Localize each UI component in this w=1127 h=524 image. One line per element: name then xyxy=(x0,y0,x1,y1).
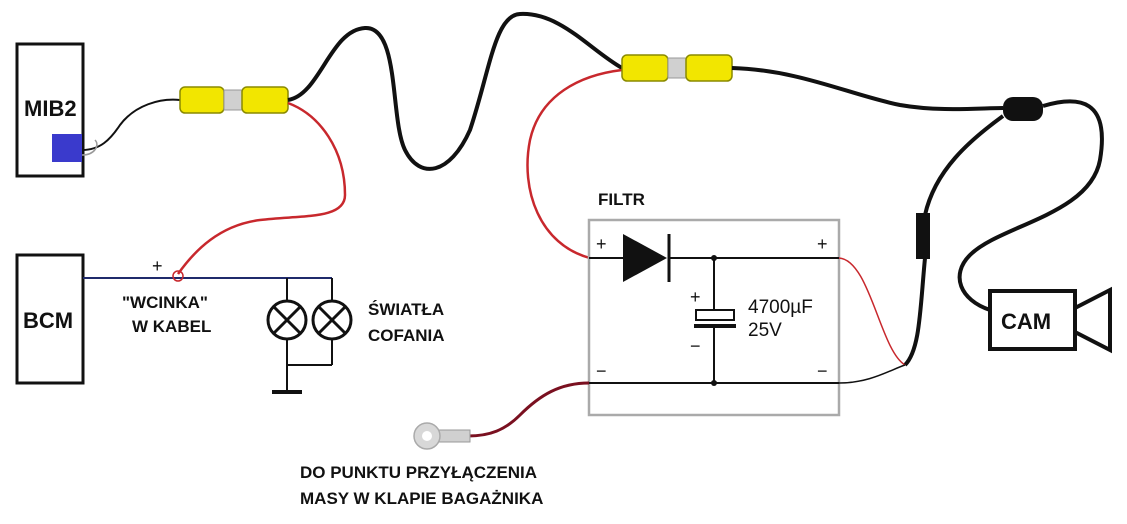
wire-black-to-junction xyxy=(731,66,1004,112)
wcinka-label-1: "WCINKA" xyxy=(122,293,208,312)
mib2-unit: MIB2 xyxy=(15,42,85,178)
filter-in-minus: − xyxy=(596,361,607,381)
wcinka-label-2: W KABEL xyxy=(132,317,211,336)
inline-fuse xyxy=(916,213,930,259)
wire-red-to-splice xyxy=(176,101,347,275)
cap-minus: − xyxy=(690,336,701,356)
lights-label-1: ŚWIATŁA xyxy=(368,300,444,319)
camera-lens-icon xyxy=(1073,286,1112,354)
filter-out-minus: − xyxy=(817,361,828,381)
filter-in-plus: + xyxy=(596,234,607,254)
cap-capacitance: 4700µF xyxy=(748,297,813,318)
bcm-label: BCM xyxy=(23,308,73,333)
wire-red-to-filter xyxy=(526,68,623,260)
cam-label: CAM xyxy=(1001,309,1051,334)
lights-label-2: COFANIA xyxy=(368,326,445,345)
wire-ground xyxy=(467,381,590,438)
camera-unit: CAM xyxy=(988,286,1112,354)
lamp-2-icon xyxy=(311,299,353,341)
lamp-1-icon xyxy=(266,299,308,341)
reverse-lamps xyxy=(266,278,353,394)
splice-plus: + xyxy=(152,256,163,276)
ring-terminal-icon xyxy=(413,422,471,450)
capacitor-icon xyxy=(694,309,736,328)
wire-filter-out-minus xyxy=(838,364,906,384)
bcm-unit: BCM xyxy=(15,253,85,385)
ground-label-1: DO PUNKTU PRZYŁĄCZENIA xyxy=(300,463,537,482)
filter-box: FILTR + + − − + − 4700µF 25V xyxy=(587,190,841,417)
wire-black-loop xyxy=(287,11,623,171)
cable-junction xyxy=(1003,97,1043,121)
cap-plus: + xyxy=(690,287,701,307)
wire-black-to-filter-side xyxy=(903,114,1005,367)
wire-filter-out-plus xyxy=(838,257,906,366)
filter-out-plus: + xyxy=(817,234,828,254)
mib2-port xyxy=(52,134,82,162)
connector-right xyxy=(621,54,733,82)
wire-black-to-camera xyxy=(957,99,1104,312)
cap-voltage: 25V xyxy=(748,320,782,341)
filter-label: FILTR xyxy=(598,190,645,209)
diode-icon xyxy=(623,234,667,282)
mib2-label: MIB2 xyxy=(24,96,77,121)
splice-point xyxy=(172,270,184,282)
connector-left xyxy=(179,86,289,114)
ground-label-2: MASY W KLAPIE BAGAŻNIKA xyxy=(300,489,543,508)
